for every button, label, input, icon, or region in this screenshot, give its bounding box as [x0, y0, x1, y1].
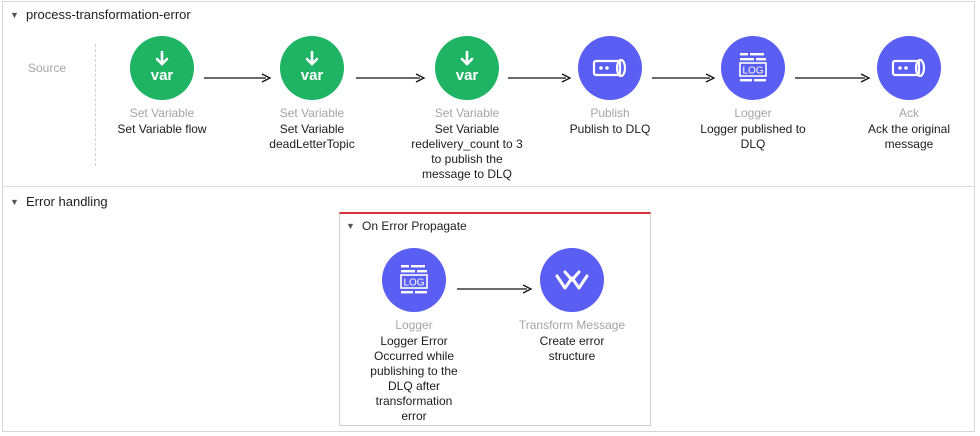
node-type: Set Variable: [434, 106, 500, 120]
node-label: Logger Error Occurred while publishing t…: [370, 334, 458, 423]
log-icon[interactable]: LOG: [721, 36, 785, 100]
flow-node-ack[interactable]: Ack Ack the original message: [844, 36, 974, 152]
error-handling-header[interactable]: ▼ Error handling: [10, 194, 108, 209]
scope-header[interactable]: ▼ On Error Propagate: [346, 219, 467, 233]
svg-text:var: var: [151, 67, 174, 84]
flow-arrow: [204, 73, 272, 83]
node-type: Ack: [898, 106, 919, 120]
scope-title: On Error Propagate: [362, 219, 467, 233]
flow-arrow: [356, 73, 426, 83]
section-divider: [2, 186, 975, 187]
node-label: Ack the original message: [867, 122, 951, 151]
node-type: Logger: [395, 318, 433, 332]
error-handling-title: Error handling: [26, 194, 108, 209]
node-type: Logger: [734, 106, 772, 120]
flow-node-set-variable-redelivery-count[interactable]: var Set Variable Set Variable redelivery…: [402, 36, 532, 182]
svg-text:var: var: [456, 67, 479, 84]
collapse-triangle-icon[interactable]: ▼: [10, 9, 19, 20]
collapse-triangle-icon[interactable]: ▼: [346, 221, 355, 231]
flow-title: process-transformation-error: [26, 7, 191, 22]
node-label: Set Variable flow: [117, 122, 207, 136]
flow-node-set-variable-dead-letter-topic[interactable]: var Set Variable Set Variable deadLetter…: [247, 36, 377, 152]
svg-text:var: var: [301, 67, 324, 84]
node-type: Publish: [590, 106, 630, 120]
var-icon[interactable]: var: [435, 36, 499, 100]
node-type: Transform Message: [518, 318, 626, 332]
collapse-triangle-icon[interactable]: ▼: [10, 196, 19, 207]
source-separator: [95, 44, 96, 166]
flow-node-set-variable-flow[interactable]: var Set Variable Set Variable flow: [97, 36, 227, 137]
flow-arrow: [508, 73, 572, 83]
var-icon[interactable]: var: [130, 36, 194, 100]
transform-icon[interactable]: [540, 248, 604, 312]
svg-text:LOG: LOG: [742, 66, 763, 77]
flow-header[interactable]: ▼ process-transformation-error: [10, 7, 191, 22]
source-label: Source: [28, 61, 67, 75]
connector-icon[interactable]: [578, 36, 642, 100]
var-icon[interactable]: var: [280, 36, 344, 100]
connector-icon[interactable]: [877, 36, 941, 100]
log-icon[interactable]: LOG: [382, 248, 446, 312]
node-label: Logger published to DLQ: [700, 122, 806, 151]
flow-node-publish[interactable]: Publish Publish to DLQ: [545, 36, 675, 137]
svg-text:LOG: LOG: [403, 278, 424, 289]
node-label: Publish to DLQ: [569, 122, 651, 136]
flow-arrow: [457, 284, 533, 294]
flow-arrow: [652, 73, 716, 83]
flow-node-logger-published[interactable]: LOG Logger Logger published to DLQ: [688, 36, 818, 152]
node-label: Set Variable deadLetterTopic: [269, 122, 355, 151]
on-error-propagate-scope[interactable]: ▼ On Error Propagate: [339, 212, 651, 426]
node-label: Create error structure: [539, 334, 605, 363]
node-type: Set Variable: [279, 106, 345, 120]
node-type: Set Variable: [129, 106, 195, 120]
error-node-logger[interactable]: LOG Logger Logger Error Occurred while p…: [349, 248, 479, 424]
flow-arrow: [795, 73, 871, 83]
error-node-transform-message[interactable]: Transform Message Create error structure: [505, 248, 639, 364]
node-label: Set Variable redelivery_count to 3 to pu…: [411, 122, 523, 181]
